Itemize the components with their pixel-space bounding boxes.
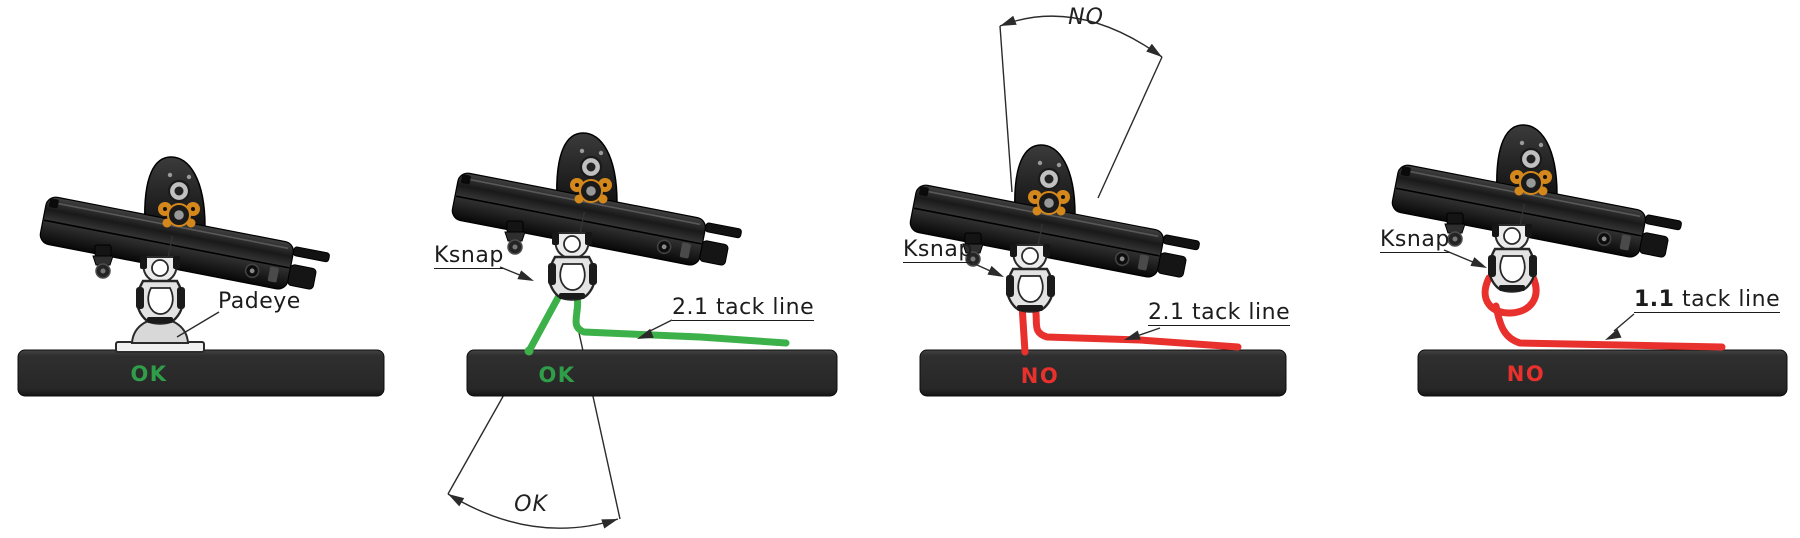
status-badge-ok: OK: [130, 362, 168, 386]
tack-line-label: 2.1 tack line: [672, 295, 815, 322]
ksnap-label: Ksnap: [903, 237, 973, 264]
leader-arrowhead: [987, 265, 1007, 282]
padeye-label: Padeye: [218, 289, 301, 314]
padeye-leader-line: [176, 311, 220, 338]
status-badge-no: NO: [1506, 362, 1546, 386]
panel-1-padeye-ok: [17, 155, 385, 397]
furler-unit-3: [907, 143, 1202, 313]
arc-arrowhead: [998, 15, 1017, 31]
angle-indicator-no: [999, 15, 1163, 199]
tack-leader-line: [1613, 313, 1635, 332]
panel-4-ksnap-11-no: [1389, 123, 1788, 397]
panel-3-ksnap-21-no: [907, 15, 1287, 397]
ksnap-label: Ksnap: [434, 243, 504, 270]
tack-line-label: 2.1 tack line: [1148, 300, 1291, 327]
status-badge-ok: OK: [538, 363, 576, 387]
tack-label-text: 2.1 tack line: [672, 295, 815, 320]
leader-arrowhead: [1470, 257, 1489, 273]
arc-arrowhead: [601, 514, 620, 529]
angle-range-label-ok: OK: [514, 492, 548, 517]
deck-bar: [466, 349, 838, 397]
deck-bar: [1417, 349, 1788, 397]
tack-ratio-strong: 1.1: [1634, 287, 1675, 312]
ksnap-label: Ksnap: [1380, 227, 1450, 254]
status-badge-no: NO: [1020, 364, 1060, 388]
deck-bar: [17, 349, 385, 397]
tack-line-red: [1481, 273, 1726, 351]
tack-label-text: 2.1 tack line: [1148, 300, 1291, 325]
tack-line-label: 1.1 tack line: [1634, 287, 1781, 314]
tack-label-text: tack line: [1674, 287, 1781, 312]
tack-dead-end-knot: [524, 346, 534, 356]
leader-arrowhead: [517, 270, 536, 286]
angle-range-label-no: NO: [1068, 5, 1104, 30]
furler-unit-2: [449, 131, 744, 301]
deck-bar: [919, 349, 1287, 397]
furler-unit-4: [1389, 123, 1684, 293]
panel-2-ksnap-21-ok: [445, 131, 838, 529]
